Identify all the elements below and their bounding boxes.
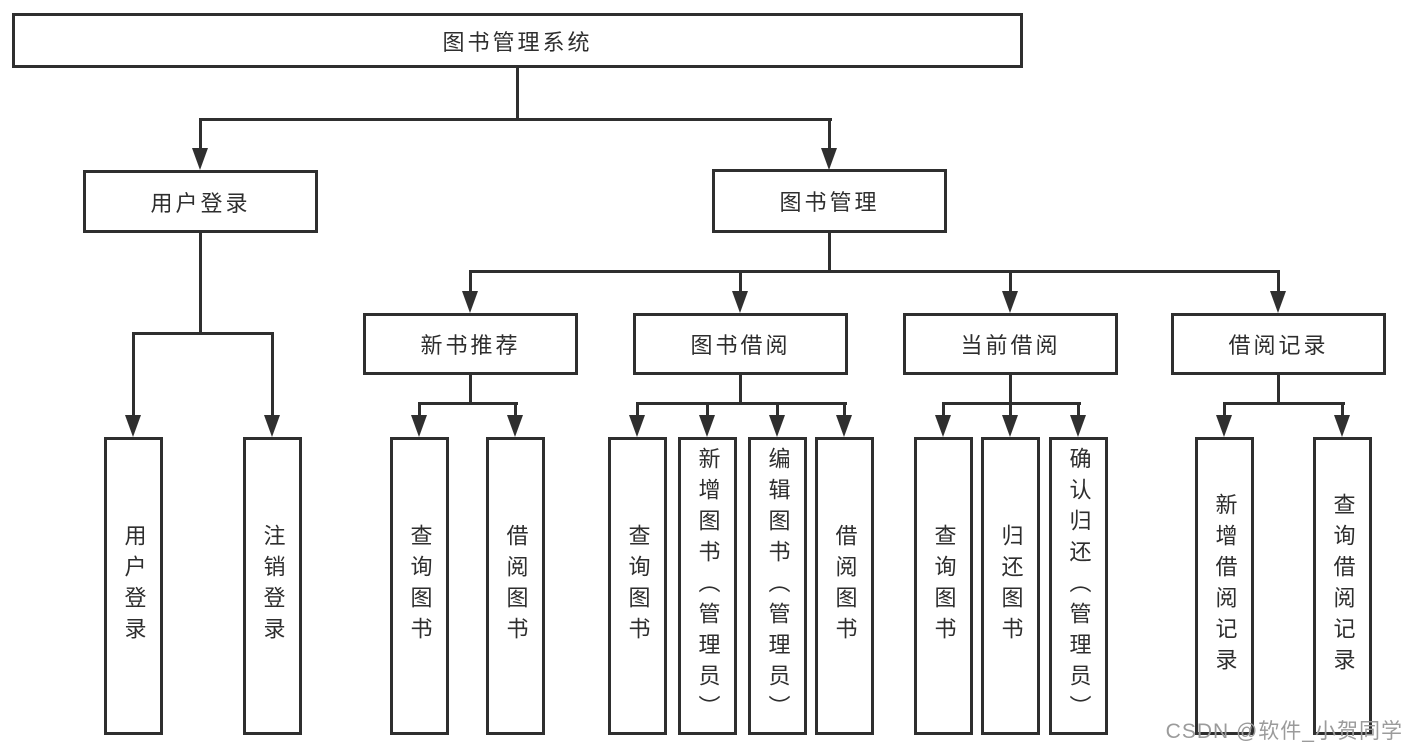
connector-borrow-records-stem xyxy=(1277,374,1280,405)
connector-to-nb-borrow xyxy=(514,402,517,417)
node-new-book-recommend: 新书推荐 xyxy=(363,313,578,375)
arrowhead-new-book xyxy=(462,291,478,313)
node-book-borrow-label: 图书借阅 xyxy=(690,333,791,358)
connector-to-new-book xyxy=(469,270,472,293)
leaf-nb-query-books: 查询图书 xyxy=(390,437,449,735)
arrowhead-cb-confirm xyxy=(1070,415,1086,437)
arrowhead-cb-return xyxy=(1002,415,1018,437)
node-borrow-records: 借阅记录 xyxy=(1171,313,1386,375)
connector-to-nb-query xyxy=(418,402,421,417)
leaf-bb-add-books-admin-label: 新增图书（管理员） xyxy=(695,446,721,726)
leaf-cb-confirm-return-admin-label: 确认归还（管理员） xyxy=(1066,446,1092,726)
node-book-management: 图书管理 xyxy=(712,169,947,233)
connector-to-bb-query xyxy=(636,402,639,417)
leaf-br-query-record: 查询借阅记录 xyxy=(1313,437,1372,735)
leaf-cb-confirm-return-admin: 确认归还（管理员） xyxy=(1049,437,1108,735)
connector-borrow-records-split xyxy=(1223,402,1345,405)
node-new-book-recommend-label: 新书推荐 xyxy=(420,333,521,358)
connector-user-login-stem xyxy=(199,233,202,334)
connector-to-bb-borrow xyxy=(843,402,846,417)
connector-to-user-login xyxy=(199,118,202,150)
leaf-user-login-label: 用户登录 xyxy=(121,524,147,648)
connector-to-borrow-records xyxy=(1277,270,1280,293)
leaf-bb-edit-books-admin: 编辑图书（管理员） xyxy=(748,437,807,735)
node-current-borrow-label: 当前借阅 xyxy=(960,333,1061,358)
connector-to-bb-add xyxy=(706,402,709,417)
connector-to-leaf-login xyxy=(132,332,135,417)
node-root-label: 图书管理系统 xyxy=(442,29,593,55)
arrowhead-bb-query xyxy=(629,415,645,437)
arrowhead-br-query xyxy=(1334,415,1350,437)
connector-new-book-split xyxy=(418,402,518,405)
arrowhead-user-login xyxy=(192,148,208,170)
leaf-cb-return-books-label: 归还图书 xyxy=(998,524,1024,648)
leaf-bb-borrow-books-label: 借阅图书 xyxy=(832,524,858,648)
node-book-borrow: 图书借阅 xyxy=(633,313,848,375)
connector-to-cb-return xyxy=(1009,402,1012,417)
connector-book-borrow-stem xyxy=(739,374,742,405)
arrowhead-nb-borrow xyxy=(507,415,523,437)
connector-current-borrow-stem xyxy=(1009,374,1012,405)
leaf-bb-add-books-admin: 新增图书（管理员） xyxy=(678,437,737,735)
arrowhead-nb-query xyxy=(411,415,427,437)
node-current-borrow: 当前借阅 xyxy=(903,313,1118,375)
connector-user-login-split xyxy=(132,332,274,335)
node-user-login-label: 用户登录 xyxy=(150,190,251,216)
connector-root-split xyxy=(199,118,832,121)
node-book-management-label: 图书管理 xyxy=(779,190,880,215)
arrowhead-cb-query xyxy=(935,415,951,437)
leaf-bb-edit-books-admin-label: 编辑图书（管理员） xyxy=(765,446,791,726)
connector-to-current-borrow xyxy=(1009,270,1012,293)
connector-book-borrow-split xyxy=(636,402,847,405)
csdn-watermark: CSDN @软件_小贺同学 xyxy=(1165,720,1403,743)
leaf-logout-login-label: 注销登录 xyxy=(260,524,286,648)
connector-to-cb-confirm xyxy=(1077,402,1080,417)
leaf-bb-query-books-label: 查询图书 xyxy=(625,524,651,648)
arrowhead-leaf-logout xyxy=(264,415,280,437)
leaf-br-query-record-label: 查询借阅记录 xyxy=(1330,493,1356,679)
arrowhead-borrow-records xyxy=(1270,291,1286,313)
connector-to-cb-query xyxy=(942,402,945,417)
leaf-user-login: 用户登录 xyxy=(104,437,163,735)
leaf-cb-query-books-label: 查询图书 xyxy=(931,524,957,648)
connector-to-book-management xyxy=(828,118,831,150)
arrowhead-bb-edit xyxy=(769,415,785,437)
node-root: 图书管理系统 xyxy=(12,13,1023,68)
connector-to-book-borrow xyxy=(739,270,742,293)
arrowhead-br-add xyxy=(1216,415,1232,437)
arrowhead-book-management xyxy=(821,148,837,170)
node-borrow-records-label: 借阅记录 xyxy=(1228,333,1329,358)
arrowhead-book-borrow xyxy=(732,291,748,313)
arrowhead-bb-add xyxy=(699,415,715,437)
connector-root-stem xyxy=(516,68,519,120)
leaf-br-add-record-label: 新增借阅记录 xyxy=(1212,493,1238,679)
connector-to-br-query xyxy=(1341,402,1344,417)
connector-book-management-stem xyxy=(828,233,831,272)
arrowhead-bb-borrow xyxy=(836,415,852,437)
leaf-cb-return-books: 归还图书 xyxy=(981,437,1040,735)
arrowhead-leaf-login xyxy=(125,415,141,437)
leaf-nb-borrow-books: 借阅图书 xyxy=(486,437,545,735)
leaf-bb-borrow-books: 借阅图书 xyxy=(815,437,874,735)
node-user-login: 用户登录 xyxy=(83,170,318,233)
leaf-bb-query-books: 查询图书 xyxy=(608,437,667,735)
connector-to-br-add xyxy=(1223,402,1226,417)
connector-new-book-stem xyxy=(469,374,472,405)
arrowhead-current-borrow xyxy=(1002,291,1018,313)
leaf-logout-login: 注销登录 xyxy=(243,437,302,735)
leaf-cb-query-books: 查询图书 xyxy=(914,437,973,735)
leaf-br-add-record: 新增借阅记录 xyxy=(1195,437,1254,735)
leaf-nb-query-books-label: 查询图书 xyxy=(407,524,433,648)
connector-book-management-split xyxy=(469,270,1280,273)
leaf-nb-borrow-books-label: 借阅图书 xyxy=(503,524,529,648)
connector-to-bb-edit xyxy=(776,402,779,417)
connector-to-leaf-logout xyxy=(271,332,274,417)
